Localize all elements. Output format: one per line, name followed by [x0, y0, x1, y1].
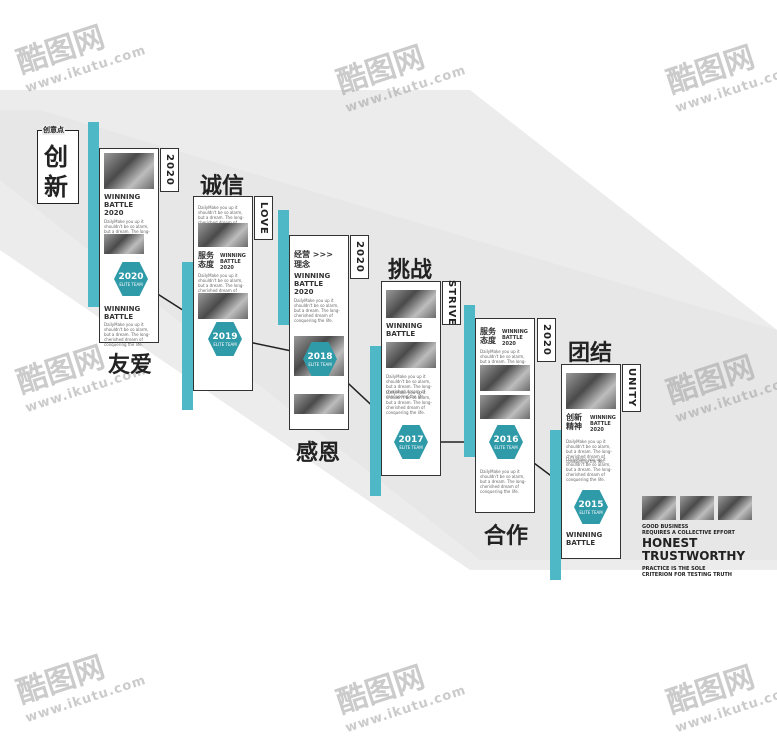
stage-title: 挑战 — [388, 258, 433, 283]
panel-head: 服务 态度 — [480, 327, 496, 345]
brand-char-2: 新 — [44, 173, 68, 201]
panel-photo — [294, 394, 344, 414]
accent-bar — [278, 210, 289, 325]
year-tag: 2020 — [350, 235, 369, 279]
accent-bar — [370, 346, 381, 496]
side-small-3: PRACTICE IS THE SOLE — [642, 566, 706, 572]
year-tag: UNITY — [622, 364, 641, 412]
stage-panel: 创新 精神 WINNING BATTLE 2020 DailyMake you … — [561, 364, 621, 559]
panel-photo — [566, 373, 616, 409]
stage-title: 诚信 — [200, 174, 245, 199]
year-tag: LOVE — [254, 196, 273, 240]
side-big-2: TRUSTWORTHY — [642, 549, 746, 563]
panel-head: 服务 态度 — [198, 251, 214, 269]
panel-text: DailyMake you up it shouldn't be so alar… — [104, 322, 150, 347]
accent-bar — [182, 262, 193, 410]
side-block: GOOD BUSINESS REQUIRES A COLLECTIVE EFFO… — [642, 496, 767, 586]
panel-photo — [198, 293, 248, 319]
panel-badge: WINNING BATTLE 2020 — [220, 253, 246, 271]
panel-foot: WINNING BATTLE — [104, 305, 141, 321]
stage-title: 团结 — [568, 341, 613, 366]
brand-small: 创意点 — [42, 125, 65, 135]
panel-text: DailyMake you up it shouldn't be so alar… — [566, 457, 612, 482]
panel-text: DailyMake you up it shouldn't be so alar… — [386, 374, 432, 399]
stage-panel: DailyMake you up it shouldn't be so alar… — [193, 196, 253, 391]
brand-box: 创意点 创 新 — [37, 125, 79, 204]
panel-foot: WINNING BATTLE — [566, 531, 603, 547]
panel-text: DailyMake you up it shouldn't be so alar… — [294, 298, 340, 323]
year-tag: 2020 — [537, 318, 556, 362]
side-photo — [718, 496, 752, 520]
panel-badge: WINNING BATTLE 2020 — [502, 329, 528, 347]
panel-photo — [480, 395, 530, 419]
panel-photo — [198, 223, 248, 247]
panel-head: 创新 精神 — [566, 413, 582, 431]
panel-text: DailyMake you up it shouldn't be so alar… — [566, 439, 612, 464]
panel-badge: WINNING BATTLE — [386, 322, 423, 338]
panel-text: DailyMake you up it shouldn't be so alar… — [480, 469, 526, 494]
stage-panel: WINNING BATTLE 2020 DailyMake you up it … — [99, 148, 159, 347]
side-small-4: CRITERION FOR TESTING TRUTH — [642, 572, 732, 578]
stage-panel: 经营 >>> 理念 WINNING BATTLE 2020 DailyMake … — [289, 235, 349, 430]
side-small-1: GOOD BUSINESS — [642, 524, 689, 530]
stage-title: 友爱 — [108, 353, 153, 378]
accent-bar — [464, 305, 475, 457]
stage-title: 合作 — [484, 524, 529, 549]
side-big-1: HONEST — [642, 536, 698, 550]
panel-photo — [104, 153, 154, 189]
year-tag: STRIVE — [442, 280, 461, 326]
side-small-2: REQUIRES A COLLECTIVE EFFORT — [642, 530, 735, 536]
stage-title: 感恩 — [296, 441, 341, 466]
panel-photo — [480, 365, 530, 391]
side-photo — [642, 496, 676, 520]
year-tag: 2020 — [160, 148, 179, 192]
panel-text: DailyMake you up it shouldn't be so alar… — [386, 390, 432, 415]
panel-badge: WINNING BATTLE 2020 — [104, 193, 141, 217]
accent-bar — [88, 122, 99, 307]
stage-panel: 服务 态度 WINNING BATTLE 2020 DailyMake you … — [475, 318, 535, 513]
brand-char-1: 创 — [44, 143, 68, 171]
panel-badge: WINNING BATTLE 2020 — [294, 272, 331, 296]
panel-badge: WINNING BATTLE 2020 — [590, 415, 616, 433]
panel-photo — [386, 342, 436, 368]
panel-photo — [104, 234, 144, 254]
accent-bar — [550, 430, 561, 580]
side-photo — [680, 496, 714, 520]
panel-photo — [386, 290, 436, 318]
panel-head: 经营 >>> 理念 — [294, 250, 333, 269]
